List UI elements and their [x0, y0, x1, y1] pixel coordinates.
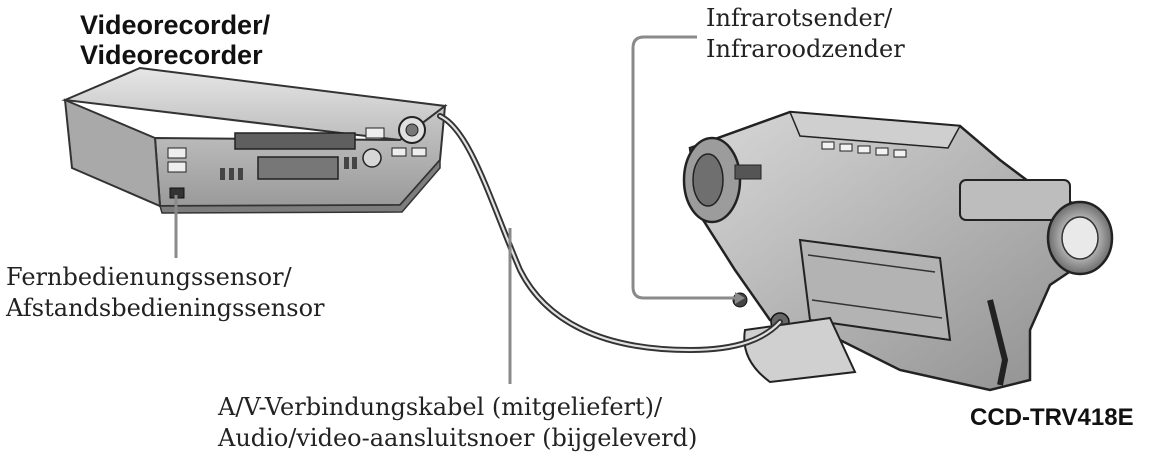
av-cable-label-line2: Audio/video-aansluitsnoer (bijgeleverd) — [218, 424, 698, 452]
ir-emitter-label-line1: Infrarotsender/ — [706, 4, 893, 32]
ir-emitter-label-line2: Infraroodzender — [706, 35, 905, 63]
ir-emitter-label: Infrarotsender/ Infraroodzender — [706, 3, 905, 65]
camcorder-cassette-door — [798, 238, 952, 342]
camcorder-device — [682, 110, 1114, 392]
remote-sensor-label: Fernbedienungssensor/ Afstandsbedienings… — [6, 262, 325, 324]
leader-ir-emitter — [631, 35, 735, 300]
vcr-label: Videorecorder/ Videorecorder — [80, 10, 270, 70]
vcr-label-line2: Videorecorder — [80, 40, 263, 70]
vcr-display — [257, 156, 339, 180]
remote-sensor-label-line2: Afstandsbedieningssensor — [6, 294, 325, 322]
model-label: CCD-TRV418E — [970, 404, 1134, 431]
av-cable-label-line1: A/V-Verbindungskabel (mitgeliefert)/ — [218, 393, 663, 421]
vcr-label-line1: Videorecorder/ — [80, 10, 271, 40]
vcr-tape-slot — [234, 132, 356, 150]
remote-sensor-label-line1: Fernbedienungssensor/ — [6, 263, 292, 291]
vcr-device — [61, 66, 448, 214]
av-cable-label: A/V-Verbindungskabel (mitgeliefert)/ Aud… — [218, 392, 697, 454]
camcorder-jack-cover — [743, 316, 857, 384]
vcr-side — [63, 98, 162, 208]
